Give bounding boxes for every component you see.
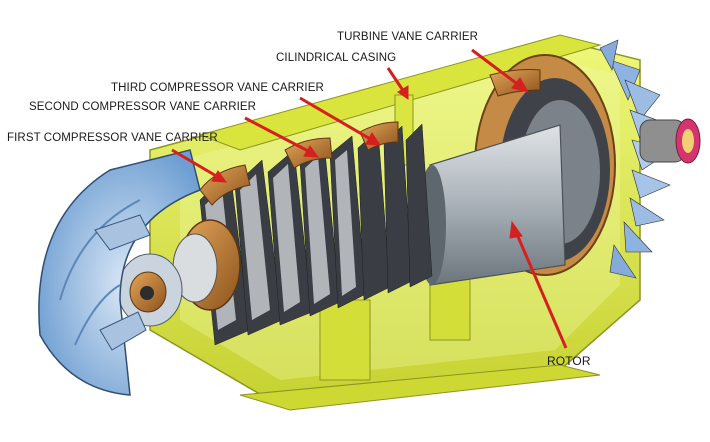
- label-rotor: ROTOR: [547, 354, 591, 368]
- label-second-compressor-vane-carrier: SECOND COMPRESSOR VANE CARRIER: [29, 101, 257, 113]
- label-turbine-vane-carrier: TURBINE VANE CARRIER: [337, 31, 479, 43]
- arrow-third-compressor-vane-carrier: [299, 96, 381, 146]
- callout-arrows: [171, 48, 568, 349]
- arrow-cylindrical-casing: [386, 67, 409, 100]
- label-cylindrical-casing: CILINDRICAL CASING: [276, 52, 397, 64]
- label-first-compressor-vane-carrier: FIRST COMPRESSOR VANE CARRIER: [7, 132, 218, 144]
- arrow-second-compressor-vane-carrier: [244, 116, 320, 158]
- air-inlet: [38, 149, 201, 396]
- arrow-first-compressor-vane-carrier: [171, 148, 228, 183]
- front-hub: [117, 219, 241, 327]
- arrow-turbine-vane-carrier: [471, 48, 530, 93]
- shaft-end: [639, 118, 701, 164]
- arrow-rotor: [509, 220, 568, 349]
- label-third-compressor-vane-carrier: THIRD COMPRESSOR VANE CARRIER: [111, 82, 324, 94]
